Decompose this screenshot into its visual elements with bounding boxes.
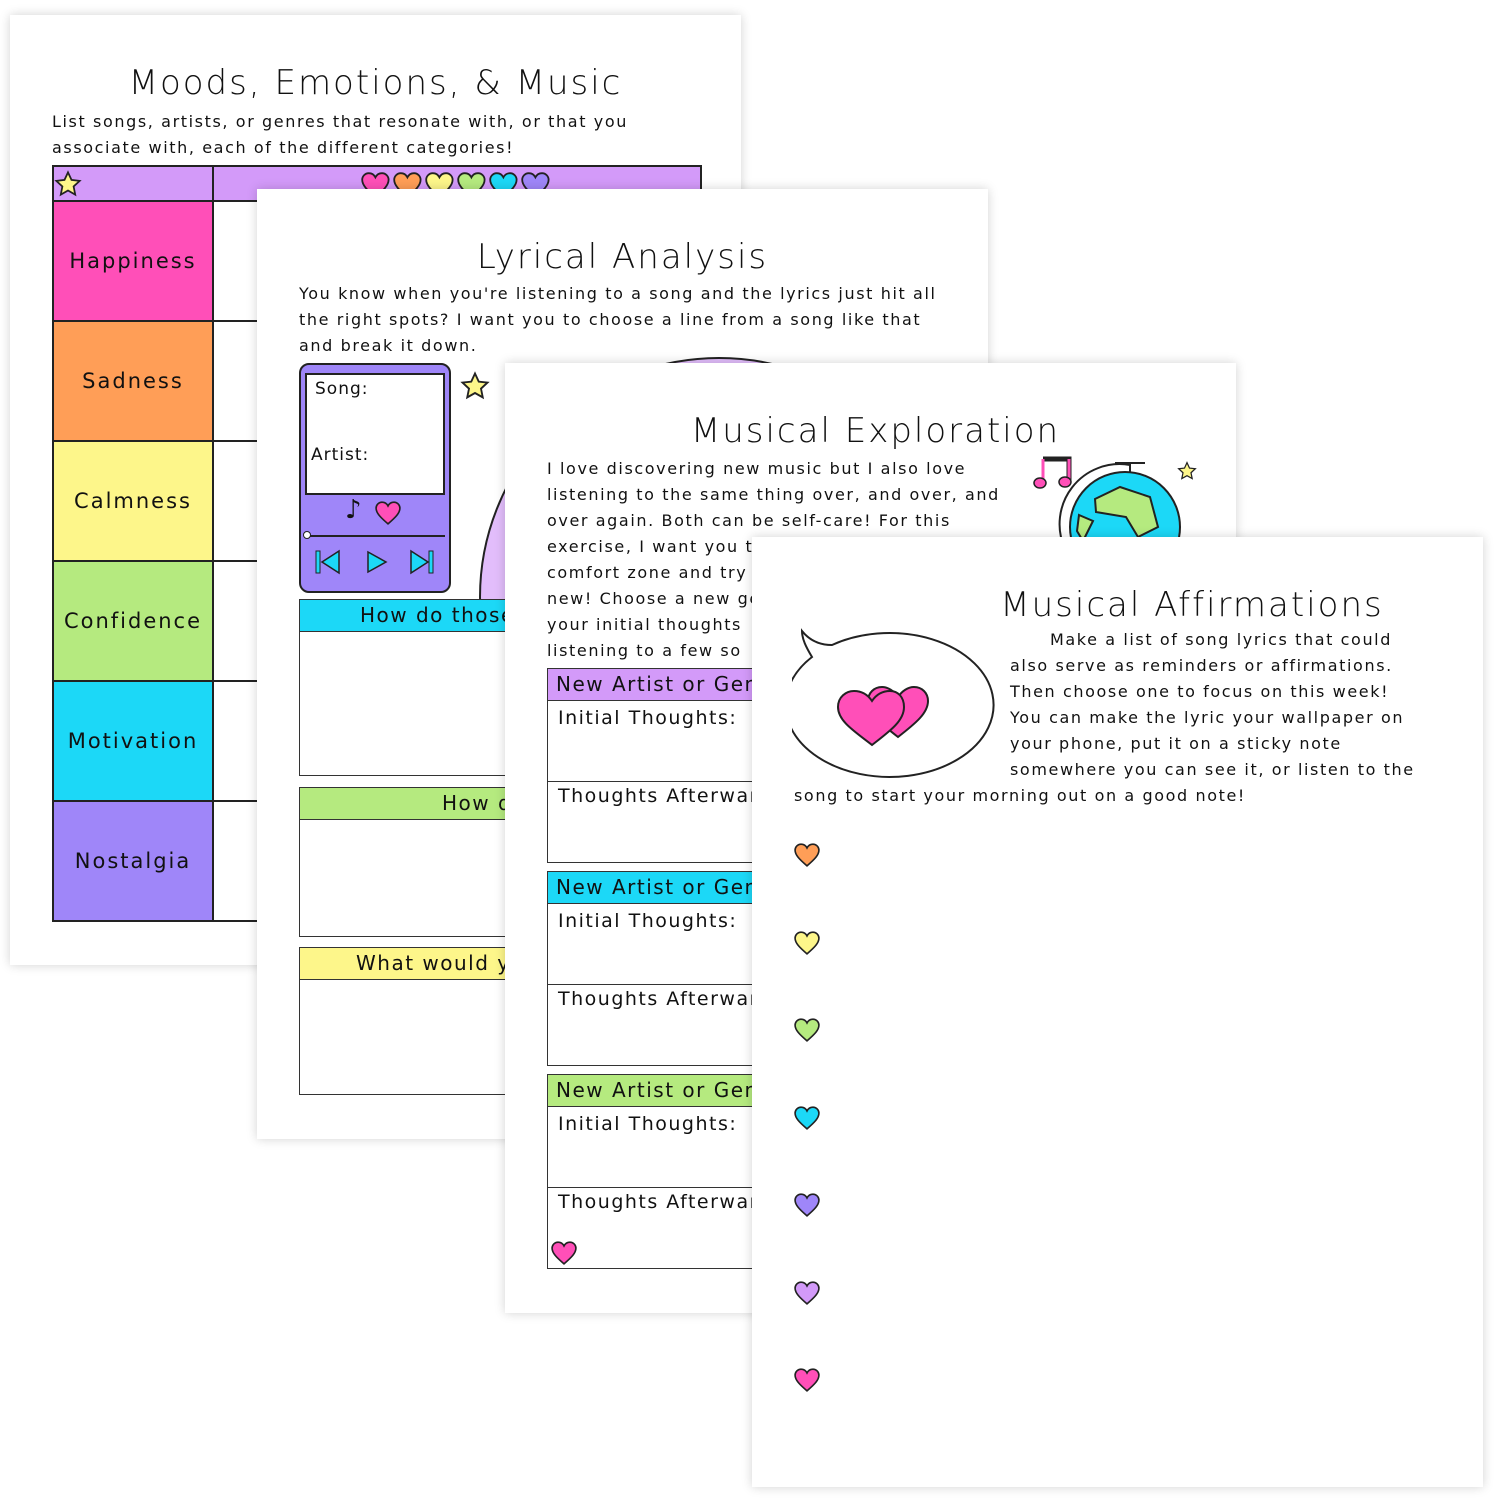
intro-line: listening to the same thing over, and ov… (547, 485, 1000, 504)
star-icon (460, 371, 490, 400)
music-player: Song: Artist: ♪ (299, 363, 451, 593)
intro-line: I love discovering new music but I also … (547, 459, 967, 478)
intro-line: somewhere you can see it, or listen to t… (1010, 760, 1415, 779)
intro-line: You can make the lyric your wallpaper on (1010, 708, 1405, 727)
mood-label: Nostalgia (74, 849, 192, 873)
heart-icon (551, 1241, 577, 1265)
bullet-heart-icon (794, 1280, 820, 1305)
intro-line: listening to a few so (547, 641, 742, 660)
mood-label: Confidence (63, 609, 203, 633)
mood-label: Happiness (69, 249, 197, 273)
intro-line: new! Choose a new ge (547, 589, 761, 608)
mood-label-cell: Nostalgia (52, 800, 214, 922)
mood-label-cell: Happiness (52, 200, 214, 322)
initial-thoughts-label: Initial Thoughts: (558, 910, 738, 932)
bullet-heart-icon (794, 1193, 820, 1217)
page-intro: List songs, artists, or genres that reso… (52, 112, 628, 157)
bullet-heart-icon (794, 1018, 820, 1042)
artist-label: Artist: (311, 445, 370, 465)
intro-line: exercise, I want you t (547, 537, 754, 556)
thoughts-afterward-label: Thoughts Afterwar (558, 988, 759, 1010)
thoughts-afterward-label: Thoughts Afterwar (558, 785, 759, 807)
star-icon (1177, 461, 1197, 480)
intro-line: your phone, put it on a sticky note (1010, 734, 1342, 753)
page-intro: You know when you're listening to a song… (299, 284, 937, 355)
heart-icon (375, 501, 401, 525)
song-label: Song: (315, 379, 369, 399)
mood-label: Calmness (74, 489, 192, 513)
bullet-heart-icon (794, 843, 820, 867)
page-title: Lyrical Analysis (476, 237, 769, 277)
globe-icon (1058, 462, 1181, 549)
intro-line: Then choose one to focus on this week! (1010, 682, 1390, 701)
progress-bar[interactable] (307, 535, 445, 537)
star-icon (54, 169, 82, 196)
previous-icon[interactable] (315, 549, 341, 575)
mood-label: Sadness (82, 369, 184, 393)
mood-label: Motivation (67, 729, 199, 753)
page-title: Musical Exploration (690, 411, 1061, 451)
mood-label-cell: Sadness (52, 320, 214, 442)
intro-line: also serve as reminders or affirmations. (1010, 656, 1393, 675)
player-screen: Song: Artist: (305, 373, 445, 495)
next-icon[interactable] (409, 549, 435, 575)
progress-knob[interactable] (303, 531, 311, 539)
page-musical-affirmations: Musical Affirmations Make a list of song… (752, 537, 1483, 1487)
header-star-cell (52, 165, 214, 202)
bullet-heart-icon (794, 1105, 820, 1130)
music-note-icon (1033, 456, 1072, 489)
initial-thoughts-label: Initial Thoughts: (558, 707, 738, 729)
intro-line: song to start your morning out on a good… (794, 786, 1246, 805)
thoughts-afterward-label: Thoughts Afterwar (558, 1191, 759, 1213)
mood-label-cell: Confidence (52, 560, 214, 682)
intro-line: over again. Both can be self-care! For t… (547, 511, 951, 530)
bullet-heart-icon (794, 930, 820, 955)
speech-bubble-hearts (792, 628, 995, 778)
intro-line: your initial thoughts (547, 615, 742, 634)
mood-label-cell: Motivation (52, 680, 214, 802)
bullet-heart-icon (794, 1368, 820, 1392)
intro-line: comfort zone and try (547, 563, 748, 582)
mood-label-cell: Calmness (52, 440, 214, 562)
page-title: Musical Affirmations (1000, 585, 1384, 625)
page-title: Moods, Emotions, & Music (128, 63, 623, 103)
play-icon[interactable] (365, 549, 389, 575)
initial-thoughts-label: Initial Thoughts: (558, 1113, 738, 1135)
intro-line: Make a list of song lyrics that could (1050, 630, 1392, 649)
page-intro: I love discovering new music but I also … (547, 456, 1027, 664)
music-note-icon: ♪ (345, 495, 362, 525)
